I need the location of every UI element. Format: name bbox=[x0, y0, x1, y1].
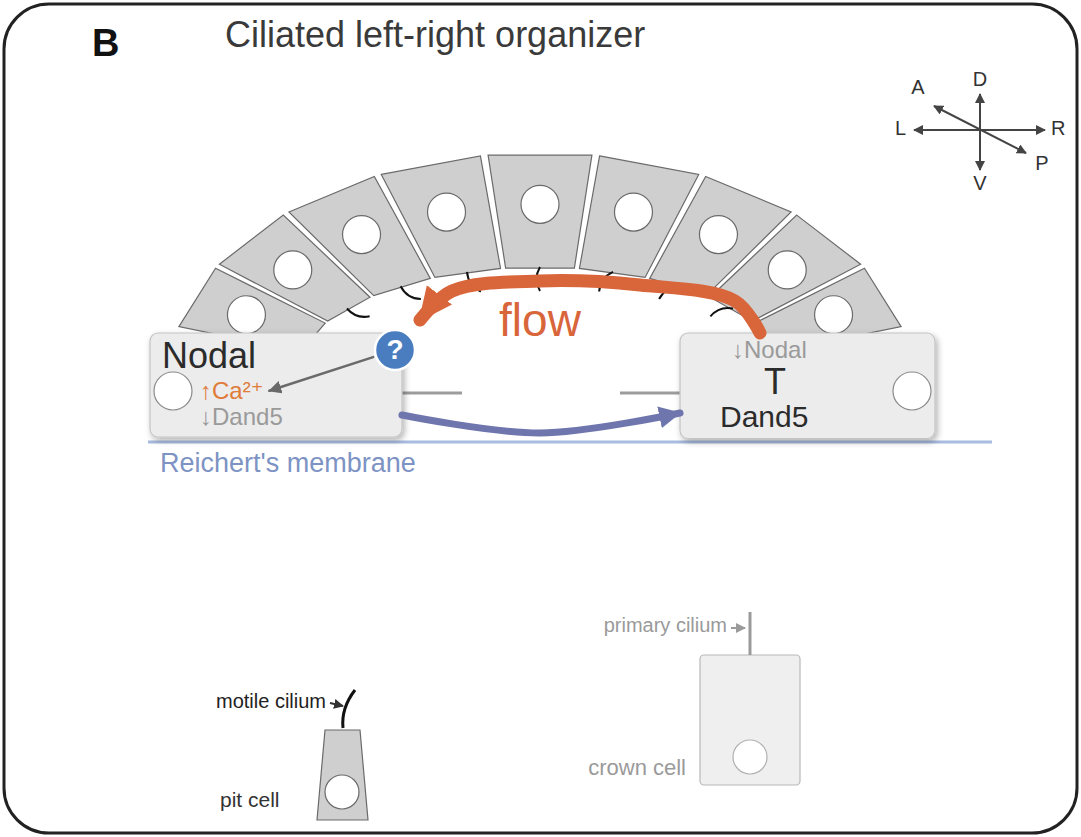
pit-cell bbox=[381, 156, 500, 278]
nucleus bbox=[154, 372, 192, 410]
node-text: Nodal bbox=[162, 335, 256, 376]
nucleus bbox=[227, 296, 265, 334]
leader-arrow bbox=[731, 627, 745, 629]
node-text: ↓Nodal bbox=[732, 336, 807, 364]
motile-cilium bbox=[343, 690, 355, 728]
pit-cell-arc bbox=[179, 155, 901, 351]
nucleus bbox=[614, 193, 652, 231]
nucleus bbox=[428, 193, 466, 231]
question-circle: ? bbox=[373, 328, 417, 372]
crown-cell-legend: crown cell bbox=[700, 655, 800, 785]
nucleus bbox=[521, 185, 559, 223]
pit-cell-legend: pit cell bbox=[220, 720, 380, 825]
axis-label: P bbox=[1035, 152, 1048, 175]
circle-fill bbox=[375, 330, 415, 370]
axis-label: A bbox=[911, 76, 924, 99]
ap-axis bbox=[934, 106, 1026, 153]
node-text: crown cell bbox=[588, 755, 686, 780]
panel-letter: B bbox=[92, 22, 119, 66]
nucleus bbox=[274, 251, 312, 289]
panel-frame bbox=[4, 4, 1077, 833]
nucleus bbox=[733, 740, 767, 774]
flow-arrow bbox=[420, 281, 760, 333]
pit-cell bbox=[317, 730, 368, 820]
nucleus bbox=[325, 775, 359, 809]
reicherts-membrane bbox=[148, 441, 992, 444]
axis-compass bbox=[914, 94, 1045, 170]
cilium-label: motile cilium bbox=[216, 690, 326, 713]
membrane-label: Reichert's membrane bbox=[160, 448, 416, 479]
axis-label: L bbox=[895, 117, 906, 140]
nucleus bbox=[768, 251, 806, 289]
crown-cell-fill bbox=[680, 333, 935, 439]
crown-cell bbox=[700, 655, 800, 785]
nucleus bbox=[815, 296, 853, 334]
motile-cilium bbox=[347, 309, 370, 317]
leader-arrow bbox=[330, 703, 343, 706]
primary-cilium bbox=[749, 612, 752, 655]
motile-cilium bbox=[401, 286, 421, 299]
nucleus bbox=[343, 216, 381, 254]
signal-arrow bbox=[269, 357, 373, 391]
node-text: ? bbox=[386, 334, 403, 366]
crown-cell-fill bbox=[150, 333, 402, 437]
crown-cilium-right bbox=[620, 392, 680, 395]
node-text: Dand5 bbox=[720, 400, 808, 435]
nucleus bbox=[699, 216, 737, 254]
signal-arrow bbox=[402, 413, 680, 433]
axis-label: V bbox=[973, 172, 986, 195]
crown-cell-boxes bbox=[150, 333, 935, 785]
cilium-label: primary cilium bbox=[604, 614, 727, 637]
pit-cell bbox=[488, 155, 592, 268]
motile-cilium bbox=[710, 308, 733, 316]
node-text: ↑Ca²⁺ bbox=[200, 377, 263, 405]
crown-cilium-left bbox=[402, 392, 462, 395]
axis-label: R bbox=[1051, 117, 1065, 140]
dv-axis bbox=[979, 94, 981, 170]
node-text: ↓Dand5 bbox=[200, 403, 283, 431]
title: Ciliated left-right organizer bbox=[225, 14, 645, 55]
node-text: T bbox=[764, 361, 786, 402]
node-text: pit cell bbox=[220, 788, 280, 812]
crown-cell-box: Nodal↑Ca²⁺↓Dand5 bbox=[150, 333, 402, 437]
edge-label: flow bbox=[499, 294, 581, 347]
axis-label: D bbox=[973, 68, 987, 91]
crown-cell-box: ↓NodalTDand5 bbox=[680, 333, 935, 439]
nucleus bbox=[893, 372, 931, 410]
